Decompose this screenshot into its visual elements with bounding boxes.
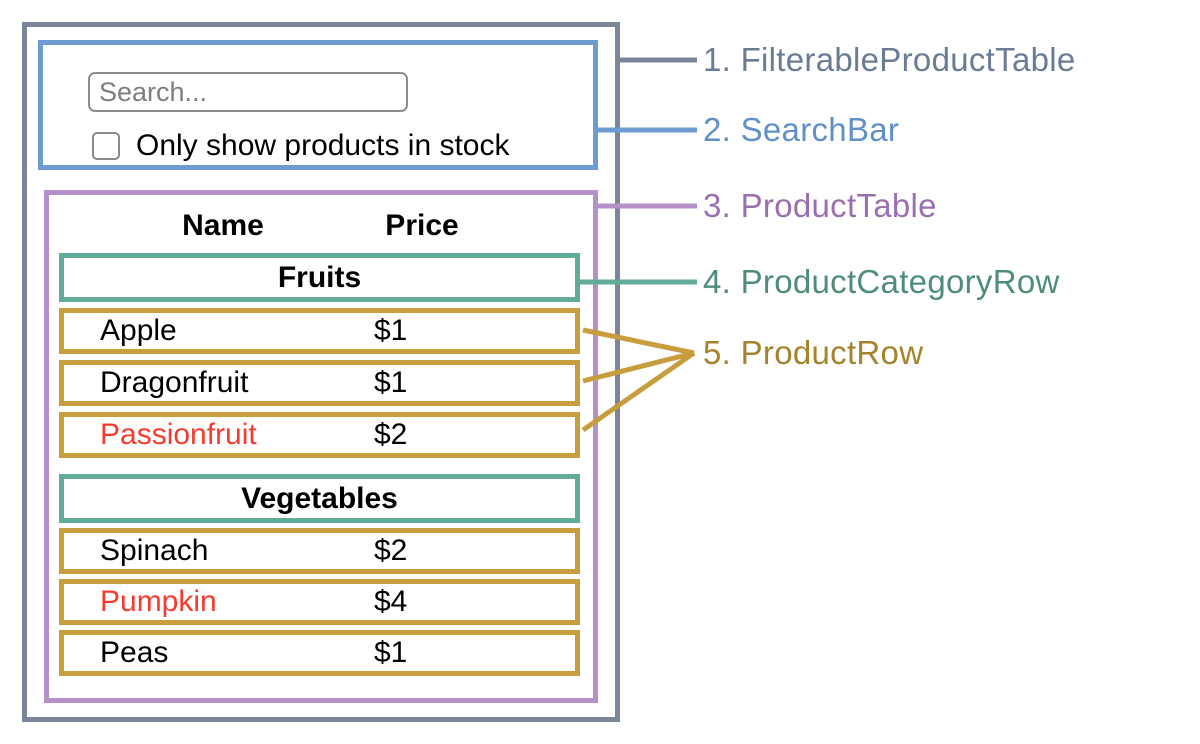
in-stock-filter-row: Only show products in stock bbox=[92, 129, 510, 163]
product-price: $4 bbox=[374, 585, 408, 618]
legend-product-row: 5. ProductRow bbox=[703, 334, 924, 371]
product-price: $1 bbox=[374, 636, 408, 669]
product-row: Pumpkin $4 bbox=[59, 579, 580, 625]
legend-filterable-product-table: 1. FilterableProductTable bbox=[703, 41, 1076, 78]
product-row: Peas $1 bbox=[59, 630, 580, 676]
product-category-row: Fruits bbox=[59, 253, 580, 302]
product-name: Dragonfruit bbox=[100, 366, 249, 399]
column-header-name: Name bbox=[182, 209, 264, 242]
column-header-price: Price bbox=[385, 209, 459, 242]
product-name: Pumpkin bbox=[100, 585, 217, 618]
product-price: $1 bbox=[374, 314, 408, 347]
product-row: Passionfruit $2 bbox=[59, 412, 580, 458]
product-row: Apple $1 bbox=[59, 308, 580, 354]
product-table-box: Name Price Fruits Apple $1 Dragonfruit $… bbox=[44, 190, 598, 703]
product-name: Spinach bbox=[100, 534, 209, 567]
search-input[interactable] bbox=[88, 72, 408, 112]
product-name: Apple bbox=[100, 314, 177, 347]
product-row: Dragonfruit $1 bbox=[59, 360, 580, 406]
category-label: Fruits bbox=[277, 260, 362, 294]
product-price: $2 bbox=[374, 534, 408, 567]
category-label: Vegetables bbox=[241, 481, 398, 515]
product-name: Passionfruit bbox=[100, 418, 257, 451]
table-header-row: Name Price bbox=[49, 207, 593, 245]
product-category-row: Vegetables bbox=[59, 474, 580, 523]
in-stock-checkbox[interactable] bbox=[92, 132, 120, 160]
in-stock-checkbox-label: Only show products in stock bbox=[136, 129, 510, 162]
product-price: $2 bbox=[374, 418, 408, 451]
legend-search-bar: 2. SearchBar bbox=[703, 111, 900, 148]
legend-product-table: 3. ProductTable bbox=[703, 187, 937, 224]
product-price: $1 bbox=[374, 366, 408, 399]
legend-product-category-row: 4. ProductCategoryRow bbox=[703, 263, 1060, 300]
product-row: Spinach $2 bbox=[59, 528, 580, 574]
product-name: Peas bbox=[100, 636, 169, 669]
